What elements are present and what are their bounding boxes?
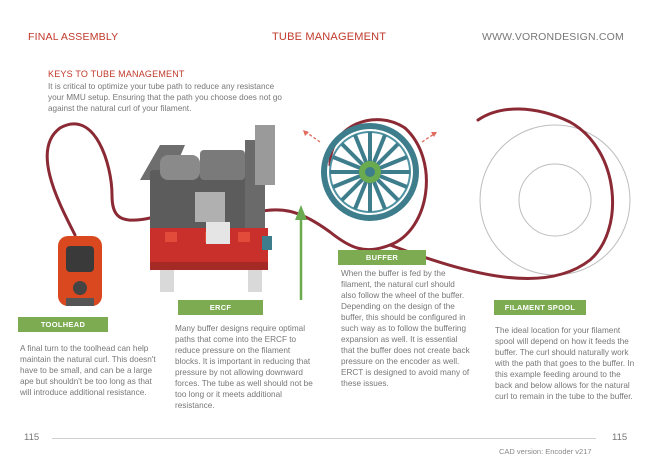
tube-path-spool bbox=[388, 107, 615, 280]
ercf-description: Many buffer designs require optimal path… bbox=[175, 324, 313, 410]
filament-spool-graphic bbox=[479, 124, 631, 276]
keys-paragraph: It is critical to optimize your tube pat… bbox=[48, 82, 282, 113]
page-title: TUBE MANAGEMENT bbox=[272, 31, 387, 43]
buffer-tag: BUFFER bbox=[338, 250, 426, 265]
section-title: FINAL ASSEMBLY bbox=[28, 31, 119, 43]
buffer-wheel bbox=[321, 123, 419, 221]
keys-heading: KEYS TO TUBE MANAGEMENT bbox=[48, 69, 185, 79]
expansion-arrows bbox=[305, 131, 435, 143]
page-number-left: 115 bbox=[24, 432, 40, 443]
green-arrow bbox=[295, 205, 307, 300]
toolhead-description: A final turn to the toolhead can help ma… bbox=[20, 344, 156, 397]
toolhead-tag: TOOLHEAD bbox=[18, 317, 108, 332]
filament-spool-tag: FILAMENT SPOOL bbox=[494, 300, 586, 315]
toolhead-graphic bbox=[58, 236, 102, 306]
buffer-description: When the buffer is fed by the filament, … bbox=[341, 269, 470, 388]
cad-version-label: CAD version: Encoder v217 bbox=[499, 447, 592, 456]
tube-path bbox=[45, 118, 428, 252]
footer-divider bbox=[52, 438, 596, 439]
page-number-right: 115 bbox=[612, 432, 628, 443]
filament-spool-description: The ideal location for your filament spo… bbox=[495, 326, 635, 401]
ercf-tag: ERCF bbox=[178, 300, 263, 315]
website-link[interactable]: WWW.VORONDESIGN.COM bbox=[481, 31, 624, 43]
ercf-unit-graphic bbox=[140, 125, 275, 292]
